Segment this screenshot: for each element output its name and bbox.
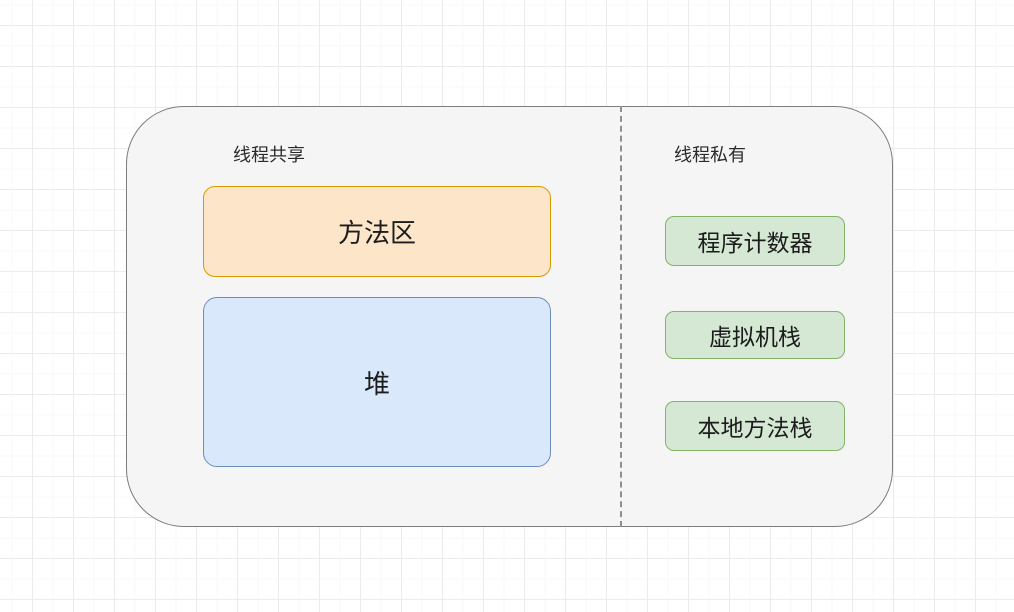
vm-stack-label: 虚拟机栈 [709,324,801,350]
thread-private-section-label: 线程私有 [674,145,746,165]
method-area-label: 方法区 [337,218,416,248]
program-counter-box: 程序计数器 [665,216,845,266]
native-method-stack-box: 本地方法栈 [665,401,845,451]
heap-label: 堆 [363,368,390,399]
method-area-box: 方法区 [203,186,551,277]
native-method-stack-label: 本地方法栈 [697,415,813,441]
section-divider-dashed-line [620,106,622,527]
heap-box: 堆 [203,297,551,467]
program-counter-label: 程序计数器 [697,230,813,256]
vm-stack-box: 虚拟机栈 [665,311,845,359]
thread-shared-section-label: 线程共享 [233,145,305,165]
